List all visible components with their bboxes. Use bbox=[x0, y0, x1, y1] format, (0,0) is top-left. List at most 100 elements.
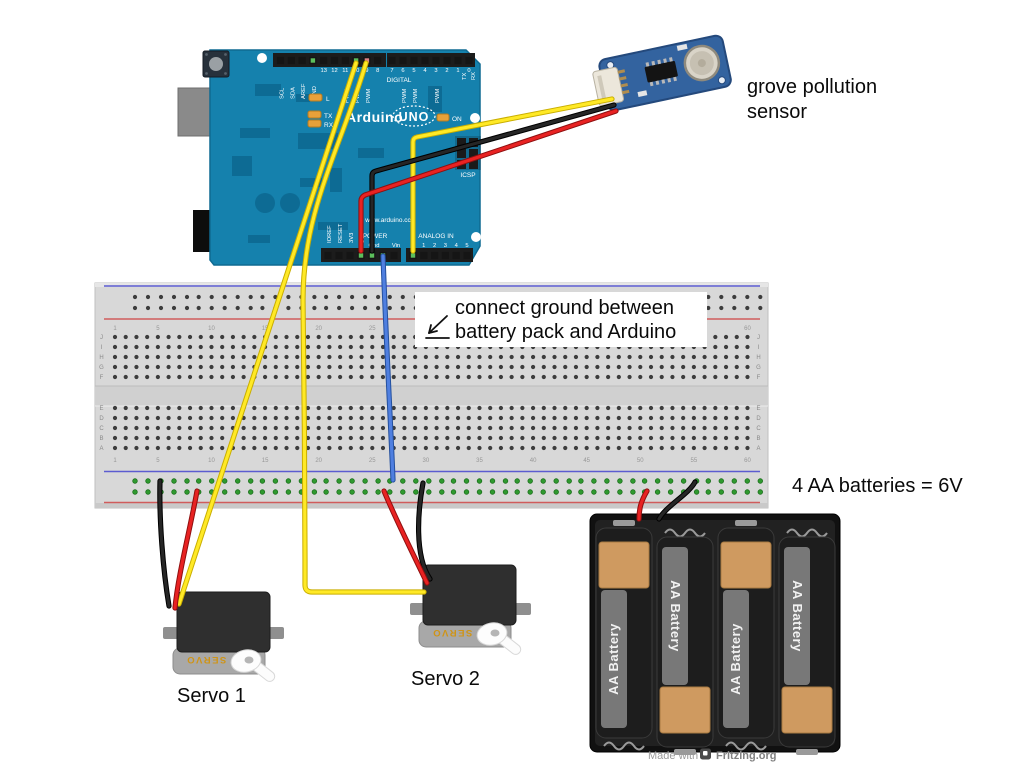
svg-text:3: 3 bbox=[434, 68, 437, 74]
made-with-fritzing: Made with Fritzing.org bbox=[648, 748, 777, 762]
svg-text:11: 11 bbox=[342, 68, 348, 74]
battery-note-label: 4 AA batteries = 6V bbox=[792, 475, 963, 497]
svg-text:60: 60 bbox=[744, 458, 751, 464]
servo1-left-tab bbox=[163, 627, 180, 639]
servo2-label: Servo 2 bbox=[411, 668, 480, 690]
pollution-sensor bbox=[592, 34, 732, 112]
servo1-label: Servo 1 bbox=[177, 685, 246, 707]
aa-battery: AA Battery bbox=[717, 520, 775, 751]
svg-text:AREF: AREF bbox=[301, 83, 307, 99]
digital-header-right bbox=[387, 53, 475, 67]
svg-text:H: H bbox=[99, 355, 103, 361]
svg-text:F: F bbox=[100, 375, 104, 381]
analog-in-label: ANALOG IN bbox=[418, 233, 454, 240]
led-l bbox=[308, 93, 323, 102]
svg-text:F: F bbox=[757, 375, 761, 381]
svg-text:SDA: SDA bbox=[290, 87, 296, 99]
led-on bbox=[436, 113, 450, 122]
mounting-hole bbox=[471, 232, 481, 242]
svg-text:I: I bbox=[101, 345, 103, 351]
svg-text:3V3: 3V3 bbox=[349, 233, 355, 243]
svg-text:C: C bbox=[99, 426, 104, 432]
svg-text:B: B bbox=[756, 436, 760, 442]
svg-text:4: 4 bbox=[423, 68, 427, 74]
led-rx bbox=[307, 119, 322, 128]
sensor-chip bbox=[644, 60, 678, 83]
svg-text:C: C bbox=[756, 426, 761, 432]
svg-text:50: 50 bbox=[637, 458, 644, 464]
svg-text:PWM: PWM bbox=[402, 89, 408, 103]
svg-text:AA Battery: AA Battery bbox=[728, 623, 743, 695]
breadboard-center-channel bbox=[95, 386, 768, 406]
svg-text:5: 5 bbox=[156, 458, 160, 464]
servo1-brand-text: SERVO bbox=[186, 654, 227, 665]
svg-text:8: 8 bbox=[376, 68, 379, 74]
svg-text:AA Battery: AA Battery bbox=[790, 580, 805, 652]
led-l-label: L bbox=[326, 96, 330, 103]
svg-text:I: I bbox=[758, 345, 760, 351]
svg-text:35: 35 bbox=[476, 458, 483, 464]
annotation-box bbox=[415, 292, 707, 347]
svg-text:D: D bbox=[99, 416, 104, 422]
servo-2: SERVO bbox=[410, 564, 531, 655]
svg-text:PWM: PWM bbox=[435, 89, 441, 103]
svg-text:B: B bbox=[99, 436, 103, 442]
aa-battery: AA Battery bbox=[656, 528, 714, 755]
svg-text:IOREF: IOREF bbox=[327, 225, 333, 243]
annotation-line2: battery pack and Arduino bbox=[455, 321, 676, 343]
arduino-url: www.arduino.cc bbox=[364, 217, 411, 224]
svg-text:25: 25 bbox=[369, 326, 376, 332]
on-label: ON bbox=[452, 116, 462, 123]
servo-1: SERVO bbox=[163, 591, 284, 682]
svg-text:TX: TX bbox=[462, 72, 468, 80]
svg-text:40: 40 bbox=[530, 458, 537, 464]
svg-text:SCL: SCL bbox=[280, 87, 286, 99]
svg-text:PWM: PWM bbox=[413, 89, 419, 103]
annotation-line1: connect ground between bbox=[455, 297, 674, 319]
svg-text:0: 0 bbox=[467, 68, 470, 74]
svg-text:20: 20 bbox=[315, 326, 322, 332]
svg-text:5: 5 bbox=[156, 326, 160, 332]
svg-text:H: H bbox=[756, 355, 760, 361]
svg-text:1: 1 bbox=[456, 68, 459, 74]
icsp-header: ICSP bbox=[455, 136, 481, 179]
svg-text:6: 6 bbox=[401, 68, 404, 74]
digital-label: DIGITAL bbox=[387, 77, 412, 84]
made-with-label: Made with bbox=[648, 750, 698, 762]
svg-text:PWM: PWM bbox=[355, 89, 361, 103]
svg-text:2: 2 bbox=[433, 243, 436, 249]
servo2-body bbox=[422, 564, 517, 626]
svg-text:10: 10 bbox=[208, 458, 215, 464]
arduino-brand: Arduino bbox=[346, 109, 403, 125]
uno-oval bbox=[392, 105, 436, 127]
svg-text:AA Battery: AA Battery bbox=[668, 580, 683, 652]
reset-button bbox=[202, 50, 230, 78]
svg-text:Vin: Vin bbox=[392, 243, 400, 249]
svg-text:1: 1 bbox=[422, 243, 425, 249]
svg-text:A: A bbox=[756, 446, 760, 452]
annotation-arrow-icon bbox=[425, 315, 450, 339]
svg-text:D: D bbox=[756, 416, 761, 422]
led-tx-label: TX bbox=[324, 113, 333, 120]
servo1-right-tab bbox=[267, 627, 284, 639]
svg-text:3: 3 bbox=[444, 243, 447, 249]
svg-text:10: 10 bbox=[208, 326, 215, 332]
svg-text:9: 9 bbox=[365, 68, 368, 74]
svg-text:RESET: RESET bbox=[338, 223, 344, 243]
servo2-brand-text: SERVO bbox=[432, 627, 473, 638]
svg-text:G: G bbox=[99, 365, 104, 371]
svg-text:J: J bbox=[100, 335, 103, 341]
mounting-hole bbox=[470, 113, 480, 123]
svg-text:E: E bbox=[99, 406, 103, 412]
led-tx bbox=[307, 110, 322, 119]
svg-text:E: E bbox=[756, 406, 760, 412]
svg-text:J: J bbox=[757, 335, 760, 341]
servo1-body bbox=[176, 591, 271, 653]
annotation-note: connect ground between battery pack and … bbox=[415, 292, 707, 347]
led-rx-label: RX bbox=[324, 122, 334, 129]
svg-text:55: 55 bbox=[691, 458, 698, 464]
svg-text:A: A bbox=[99, 446, 103, 452]
servo2-horn-hub bbox=[490, 629, 500, 637]
